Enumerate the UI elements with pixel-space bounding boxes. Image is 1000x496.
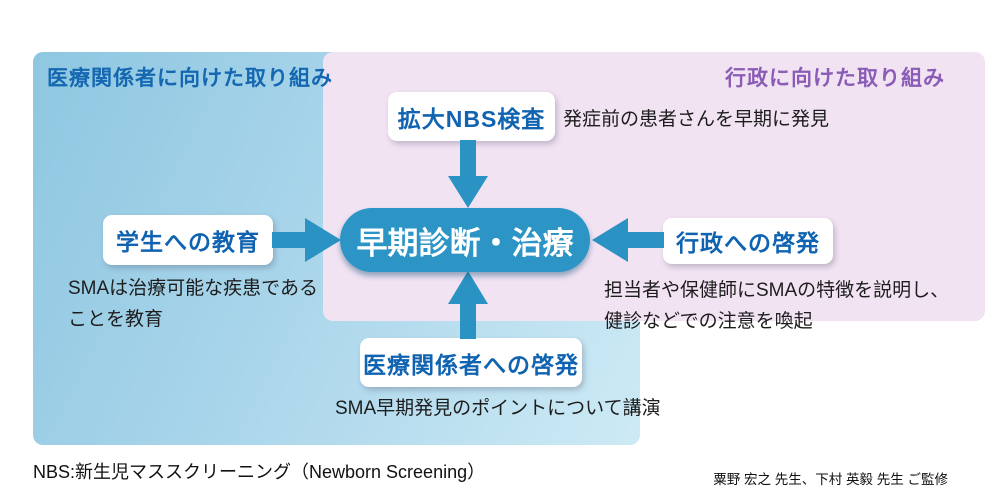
student-education-note-line1: SMAは治療可能な疾患である — [68, 278, 318, 299]
student-education-note-line2: ことを教育 — [68, 309, 164, 330]
node-student-education: 学生への教育 — [103, 215, 273, 265]
node-medical-staff-awareness: 医療関係者への啓発 — [360, 338, 582, 387]
arrow-up-icon — [448, 271, 488, 304]
government-panel-title: 行政に向けた取り組み — [725, 67, 945, 90]
supervisor-credit: 粟野 宏之 先生、下村 英毅 先生 ご監修 — [713, 472, 948, 487]
arrow-down-icon — [448, 176, 488, 208]
student-education-note: SMAは治療可能な疾患である ことを教育 — [68, 273, 318, 335]
government-awareness-note-line2: 健診などでの注意を喚起 — [604, 311, 813, 332]
center-goal-early-diagnosis-treatment: 早期診断・治療 — [340, 208, 590, 272]
arrow-up-stem — [460, 303, 476, 339]
arrow-right-stem — [272, 232, 306, 248]
arrow-right-icon — [305, 218, 341, 262]
nbs-note: 発症前の患者さんを早期に発見 — [563, 109, 830, 130]
arrow-left-icon — [592, 218, 628, 262]
medical-awareness-note: SMA早期発見のポイントについて講演 — [335, 398, 661, 419]
medical-panel-title: 医療関係者に向けた取り組み — [47, 67, 333, 90]
arrow-down-stem — [460, 140, 476, 177]
government-awareness-note-line1: 担当者や保健師にSMAの特徴を説明し、 — [604, 280, 950, 301]
node-expanded-nbs-screening: 拡大NBS検査 — [388, 92, 555, 141]
government-awareness-note: 担当者や保健師にSMAの特徴を説明し、 健診などでの注意を喚起 — [604, 275, 949, 337]
node-government-awareness: 行政への啓発 — [663, 218, 833, 264]
arrow-left-stem — [628, 232, 664, 248]
nbs-abbreviation-footnote: NBS:新生児マススクリーニング（Newborn Screening） — [33, 462, 486, 482]
